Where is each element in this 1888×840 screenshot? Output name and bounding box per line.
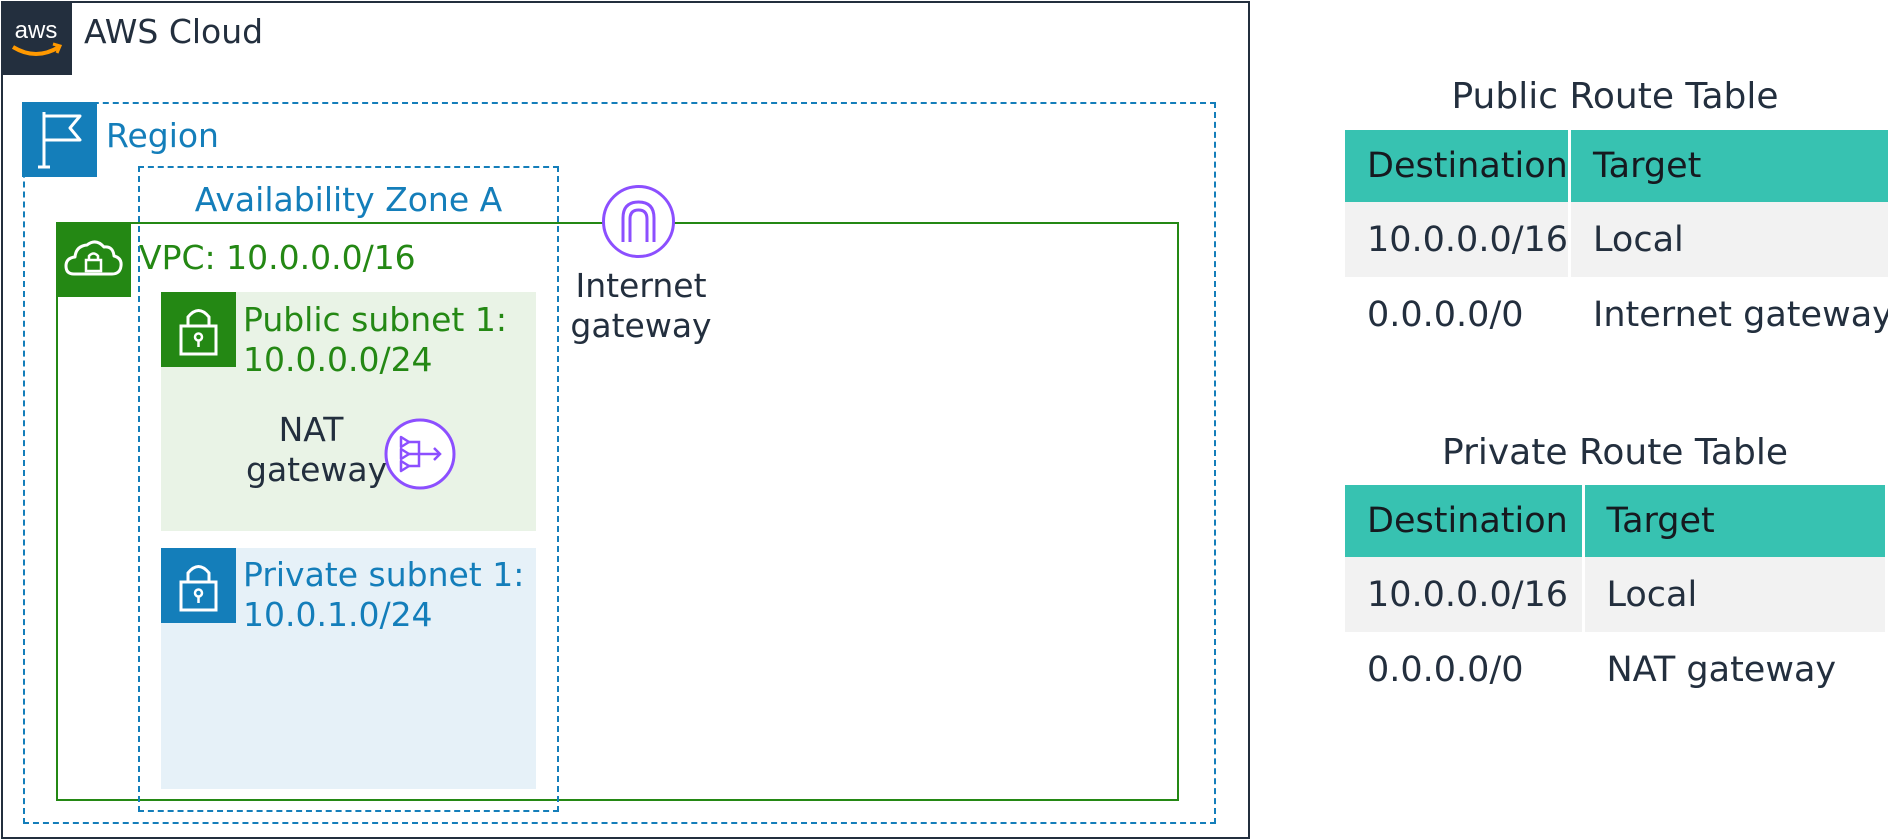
aws-cloud-label: AWS Cloud <box>84 12 264 51</box>
internet-gateway-icon <box>601 184 676 259</box>
internet-gateway-label: Internet gateway <box>561 266 721 346</box>
private-subnet-name: Private subnet 1: <box>243 555 525 594</box>
nat-gateway-label-line1: NAT <box>278 410 344 449</box>
lock-icon <box>161 292 236 367</box>
destination-cell: 10.0.0.0/16 <box>1345 557 1583 632</box>
aws-cloud-group <box>1 1 1250 839</box>
table-header-row: Destination Target <box>1345 130 1888 202</box>
target-cell: Local <box>1581 557 1885 632</box>
availability-zone-group <box>138 166 559 812</box>
public-route-table: Destination Target 10.0.0.0/16 Local 0.0… <box>1345 130 1888 352</box>
target-cell: NAT gateway <box>1581 632 1885 707</box>
column-header-target: Target <box>1568 130 1888 202</box>
public-route-table-title: Public Route Table <box>1451 76 1779 117</box>
public-subnet-cidr: 10.0.0.0/24 <box>243 340 433 379</box>
availability-zone-label: Availability Zone A <box>194 180 503 219</box>
target-cell: Local <box>1568 202 1888 277</box>
aws-logo-text: aws <box>15 17 58 44</box>
column-header-destination: Destination <box>1345 130 1570 202</box>
flag-icon <box>22 102 97 177</box>
aws-logo: aws <box>1 1 72 75</box>
destination-cell: 10.0.0.0/16 <box>1345 202 1570 277</box>
destination-cell: 0.0.0.0/0 <box>1367 294 1524 335</box>
table-row: 10.0.0.0/16 Local <box>1345 557 1885 632</box>
private-route-table-title: Private Route Table <box>1442 432 1788 473</box>
private-route-table: Destination Target 10.0.0.0/16 Local 0.0… <box>1345 485 1885 707</box>
vpc-label: VPC: 10.0.0.0/16 <box>139 238 416 277</box>
region-group <box>23 102 1216 824</box>
lock-icon <box>161 548 236 623</box>
nat-gateway-icon <box>383 417 457 491</box>
column-header-destination: Destination <box>1345 485 1583 557</box>
public-subnet-label: Public subnet 1: 10.0.0.0/24 <box>243 300 507 380</box>
internet-gateway-label-line2: gateway <box>570 306 712 345</box>
private-subnet-label: Private subnet 1: 10.0.1.0/24 <box>243 555 524 635</box>
destination-cell: 0.0.0.0/0 <box>1367 649 1524 690</box>
table-row: 0.0.0.0/0 Internet gateway <box>1345 277 1888 352</box>
internet-gateway-label-line1: Internet <box>575 266 707 305</box>
nat-gateway-label-line2: gateway <box>246 450 388 489</box>
cloud-lock-icon <box>56 222 131 297</box>
public-subnet-name: Public subnet 1: <box>243 300 507 339</box>
private-subnet-cidr: 10.0.1.0/24 <box>243 595 433 634</box>
region-label: Region <box>106 116 219 155</box>
column-header-target: Target <box>1581 485 1885 557</box>
table-header-row: Destination Target <box>1345 485 1885 557</box>
table-row: 0.0.0.0/0 NAT gateway <box>1345 632 1885 707</box>
nat-gateway-label: NAT gateway <box>246 410 388 490</box>
table-row: 10.0.0.0/16 Local <box>1345 202 1888 277</box>
target-cell: Internet gateway <box>1568 277 1888 352</box>
